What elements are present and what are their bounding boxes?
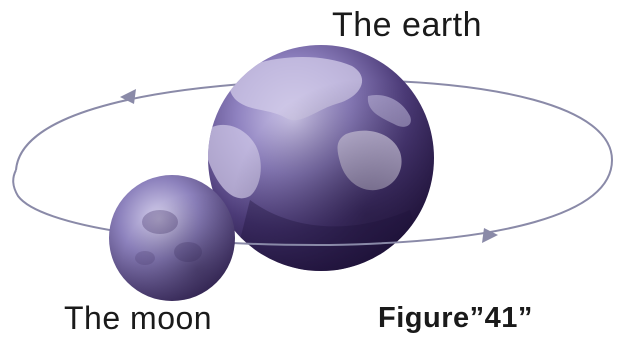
earth-label: The earth: [332, 6, 482, 45]
moon-label: The moon: [64, 300, 212, 337]
figure-caption: Figure”41”: [378, 302, 533, 335]
moon: [109, 175, 235, 301]
